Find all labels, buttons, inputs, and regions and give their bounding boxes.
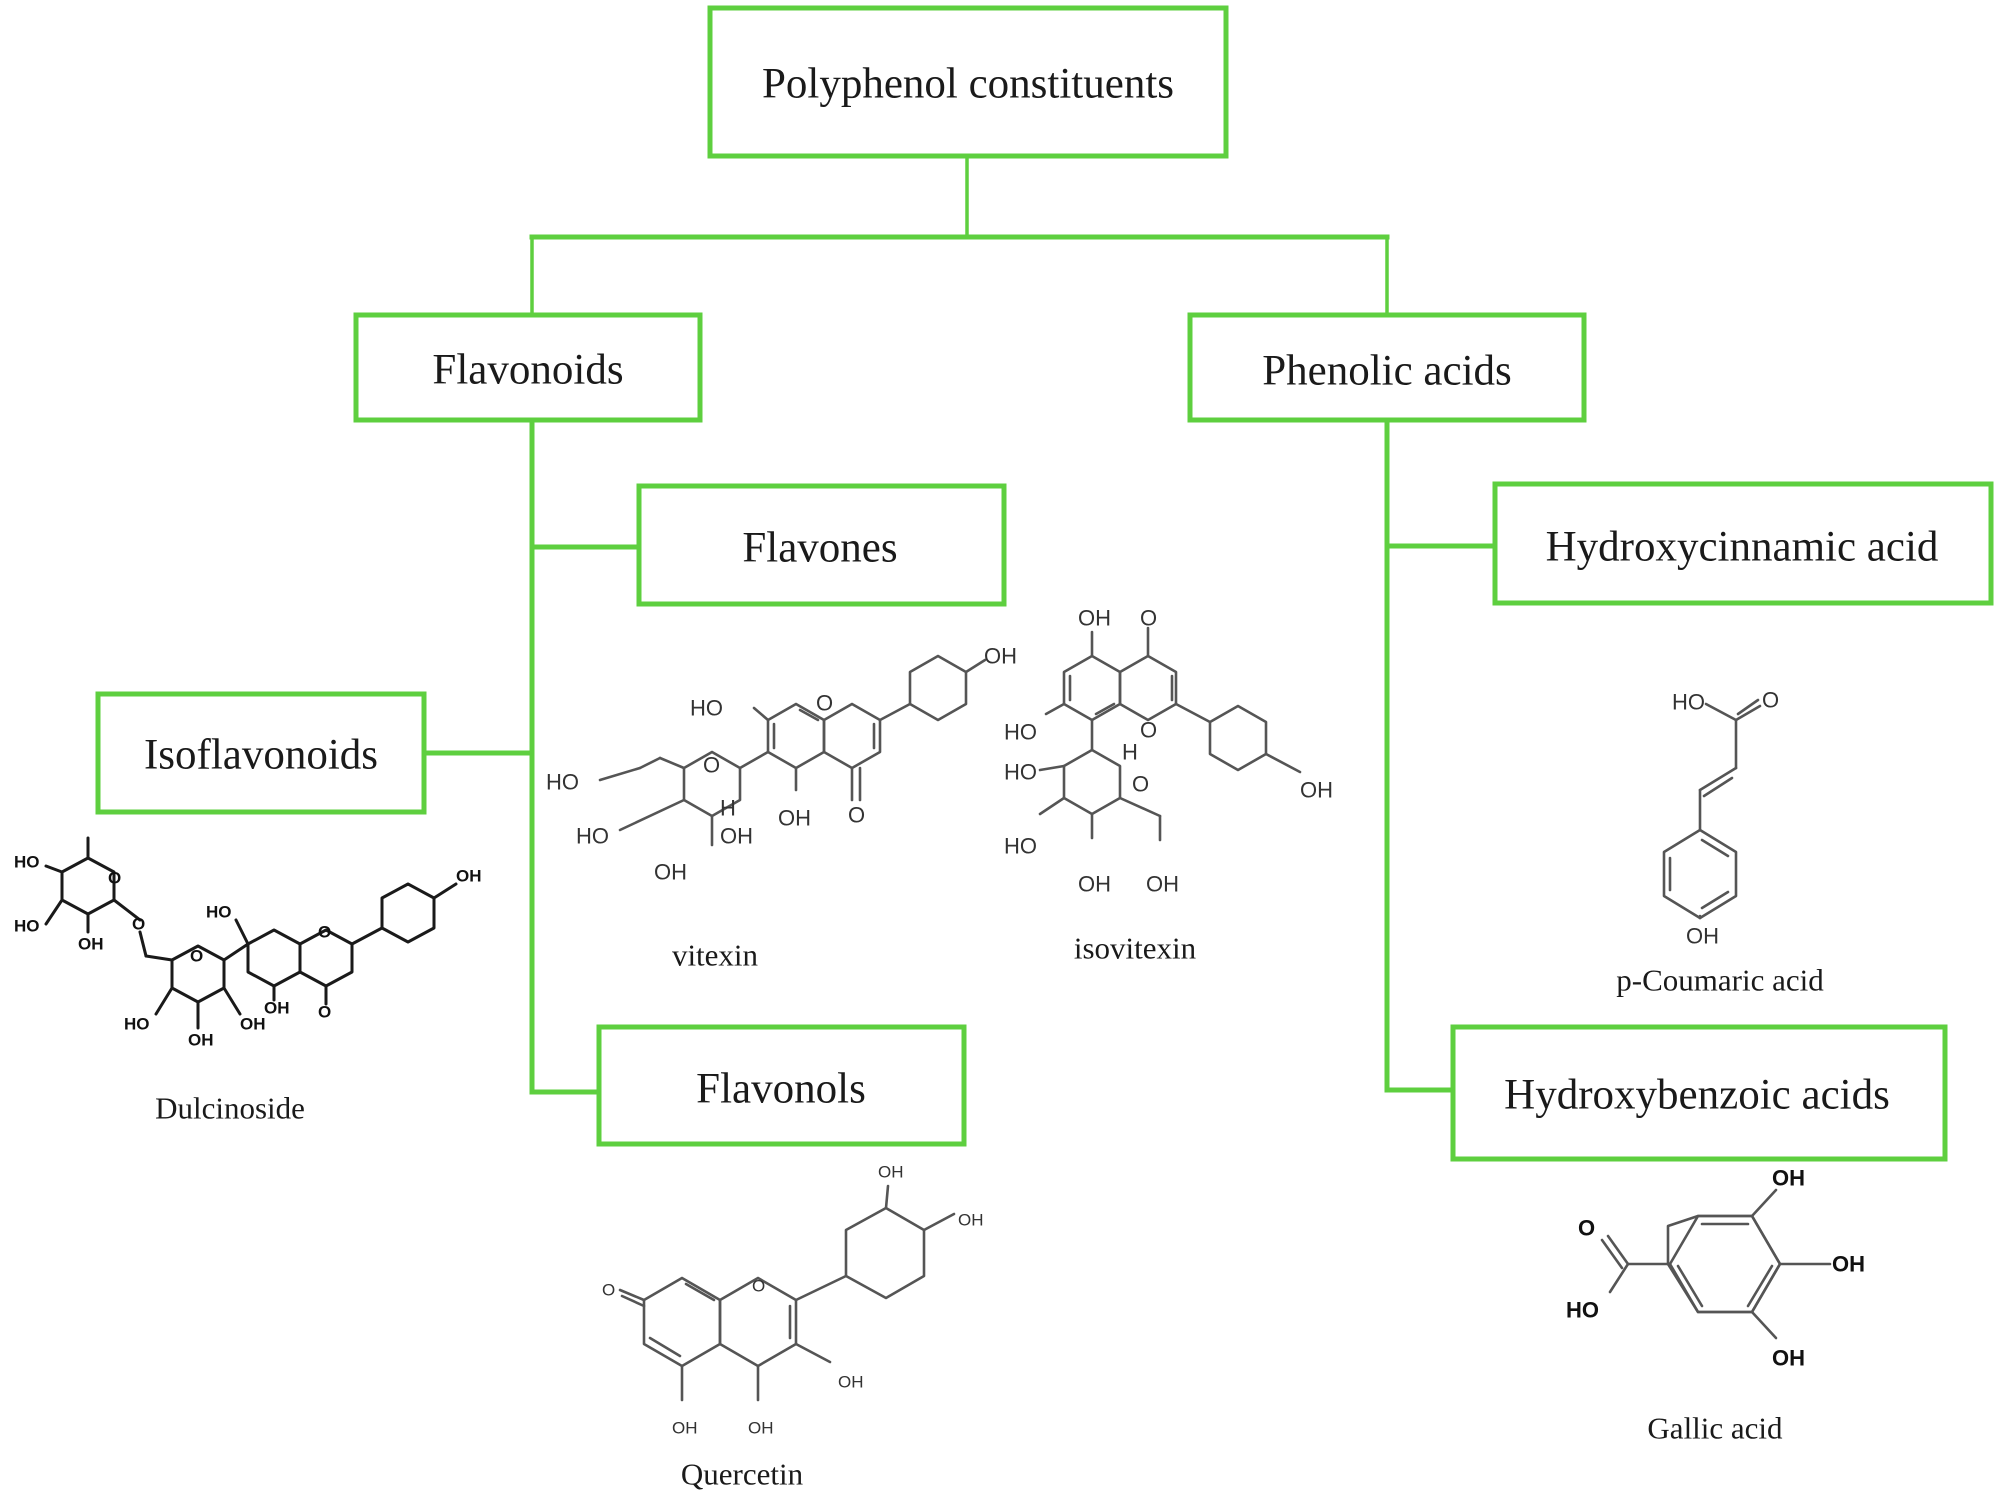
atom-label: OH: [188, 1031, 214, 1050]
compound-label-p-coumaric-acid: p-Coumaric acid: [1616, 963, 1824, 998]
compound-label-quercetin: Quercetin: [681, 1457, 804, 1492]
atom-label: OH: [654, 860, 687, 885]
atom-label: HO: [14, 853, 40, 872]
atom-label: H: [1122, 740, 1138, 765]
compound-label-vitexin: vitexin: [672, 938, 759, 973]
atom-label: OH: [1078, 606, 1111, 631]
atom-label: O: [108, 869, 121, 888]
atom-label: HO: [1672, 690, 1705, 715]
atom-label: OH: [264, 999, 290, 1018]
node-label: Flavonols: [696, 1066, 866, 1113]
node-hydroxycinnamic-acid: Hydroxycinnamic acid: [1492, 481, 1994, 606]
atom-label: OH: [1078, 872, 1111, 897]
atom-label: OH: [984, 644, 1017, 669]
node-label: Isoflavonoids: [144, 732, 378, 779]
atom-label: HO: [124, 1015, 150, 1034]
atom-label: O: [318, 923, 331, 942]
atom-label: OH: [878, 1163, 904, 1182]
atom-label: O: [816, 691, 833, 716]
atom-label: OH: [1686, 924, 1719, 949]
structure-p-coumaric-acid: HO O OH p-Coumaric acid: [1616, 688, 1824, 998]
atom-label: O: [318, 1003, 331, 1022]
node-isoflavonoids: Isoflavonoids: [95, 691, 427, 815]
atom-label: O: [1762, 688, 1779, 713]
atom-label: OH: [240, 1015, 266, 1034]
structure-quercetin: O O OH OH OH OH OH Quercetin: [602, 1163, 984, 1492]
atom-label: OH: [456, 867, 482, 886]
atom-label: OH: [78, 935, 104, 954]
atom-label: OH: [1772, 1346, 1805, 1371]
atom-label: O: [1132, 772, 1149, 797]
atom-label: HO: [1004, 720, 1037, 745]
atom-label: H: [720, 796, 736, 821]
compound-label-isovitexin: isovitexin: [1074, 931, 1197, 966]
structure-vitexin: HO O OH O OH O HO HO OH H OH vitexin: [546, 644, 1017, 973]
atom-label: OH: [672, 1419, 698, 1438]
atom-label: HO: [206, 903, 232, 922]
node-polyphenol-constituents: Polyphenol constituents: [707, 5, 1229, 159]
atom-label: OH: [958, 1211, 984, 1230]
atom-label: O: [132, 915, 145, 934]
atom-label: OH: [720, 824, 753, 849]
node-flavonoids: Flavonoids: [353, 312, 703, 423]
compound-label-dulcinoside: Dulcinoside: [155, 1091, 305, 1126]
connectors: [421, 154, 1498, 1095]
atom-label: HO: [14, 917, 40, 936]
atom-label: HO: [1004, 834, 1037, 859]
node-hydroxybenzoic-acids: Hydroxybenzoic acids: [1450, 1024, 1948, 1162]
node-flavonols: Flavonols: [596, 1024, 967, 1147]
atom-label: O: [190, 947, 203, 966]
structure-isovitexin: OH O HO O H O OH HO HO OH OH isovitexin: [1004, 606, 1333, 966]
atom-label: O: [1140, 606, 1157, 631]
atom-label: O: [752, 1277, 765, 1296]
atom-label: O: [1578, 1216, 1595, 1241]
atom-label: OH: [1772, 1166, 1805, 1191]
atom-label: OH: [1300, 778, 1333, 803]
structure-gallic-acid: O HO OH OH OH Gallic acid: [1566, 1166, 1865, 1446]
atom-label: O: [848, 803, 865, 828]
atom-label: O: [602, 1281, 615, 1300]
node-label: Phenolic acids: [1262, 348, 1512, 395]
node-flavones: Flavones: [636, 483, 1007, 607]
node-phenolic-acids: Phenolic acids: [1187, 312, 1587, 423]
structure-dulcinoside: HO HO OH O O O HO OH OH HO O OH O OH Dul…: [14, 836, 482, 1126]
atom-label: HO: [690, 696, 723, 721]
node-label: Polyphenol constituents: [762, 61, 1174, 108]
atom-label: OH: [838, 1373, 864, 1392]
node-label: Hydroxycinnamic acid: [1546, 524, 1939, 571]
compound-label-gallic-acid: Gallic acid: [1647, 1411, 1783, 1446]
atom-label: OH: [778, 806, 811, 831]
node-label: Flavonoids: [432, 347, 623, 394]
node-label: Flavones: [742, 525, 897, 572]
atom-label: HO: [546, 770, 579, 795]
atom-label: OH: [748, 1419, 774, 1438]
atom-label: HO: [576, 824, 609, 849]
atom-label: OH: [1832, 1252, 1865, 1277]
atom-label: O: [703, 753, 720, 778]
atom-label: HO: [1004, 760, 1037, 785]
atom-label: OH: [1146, 872, 1179, 897]
atom-label: O: [1140, 718, 1157, 743]
node-label: Hydroxybenzoic acids: [1504, 1072, 1890, 1119]
atom-label: HO: [1566, 1298, 1599, 1323]
